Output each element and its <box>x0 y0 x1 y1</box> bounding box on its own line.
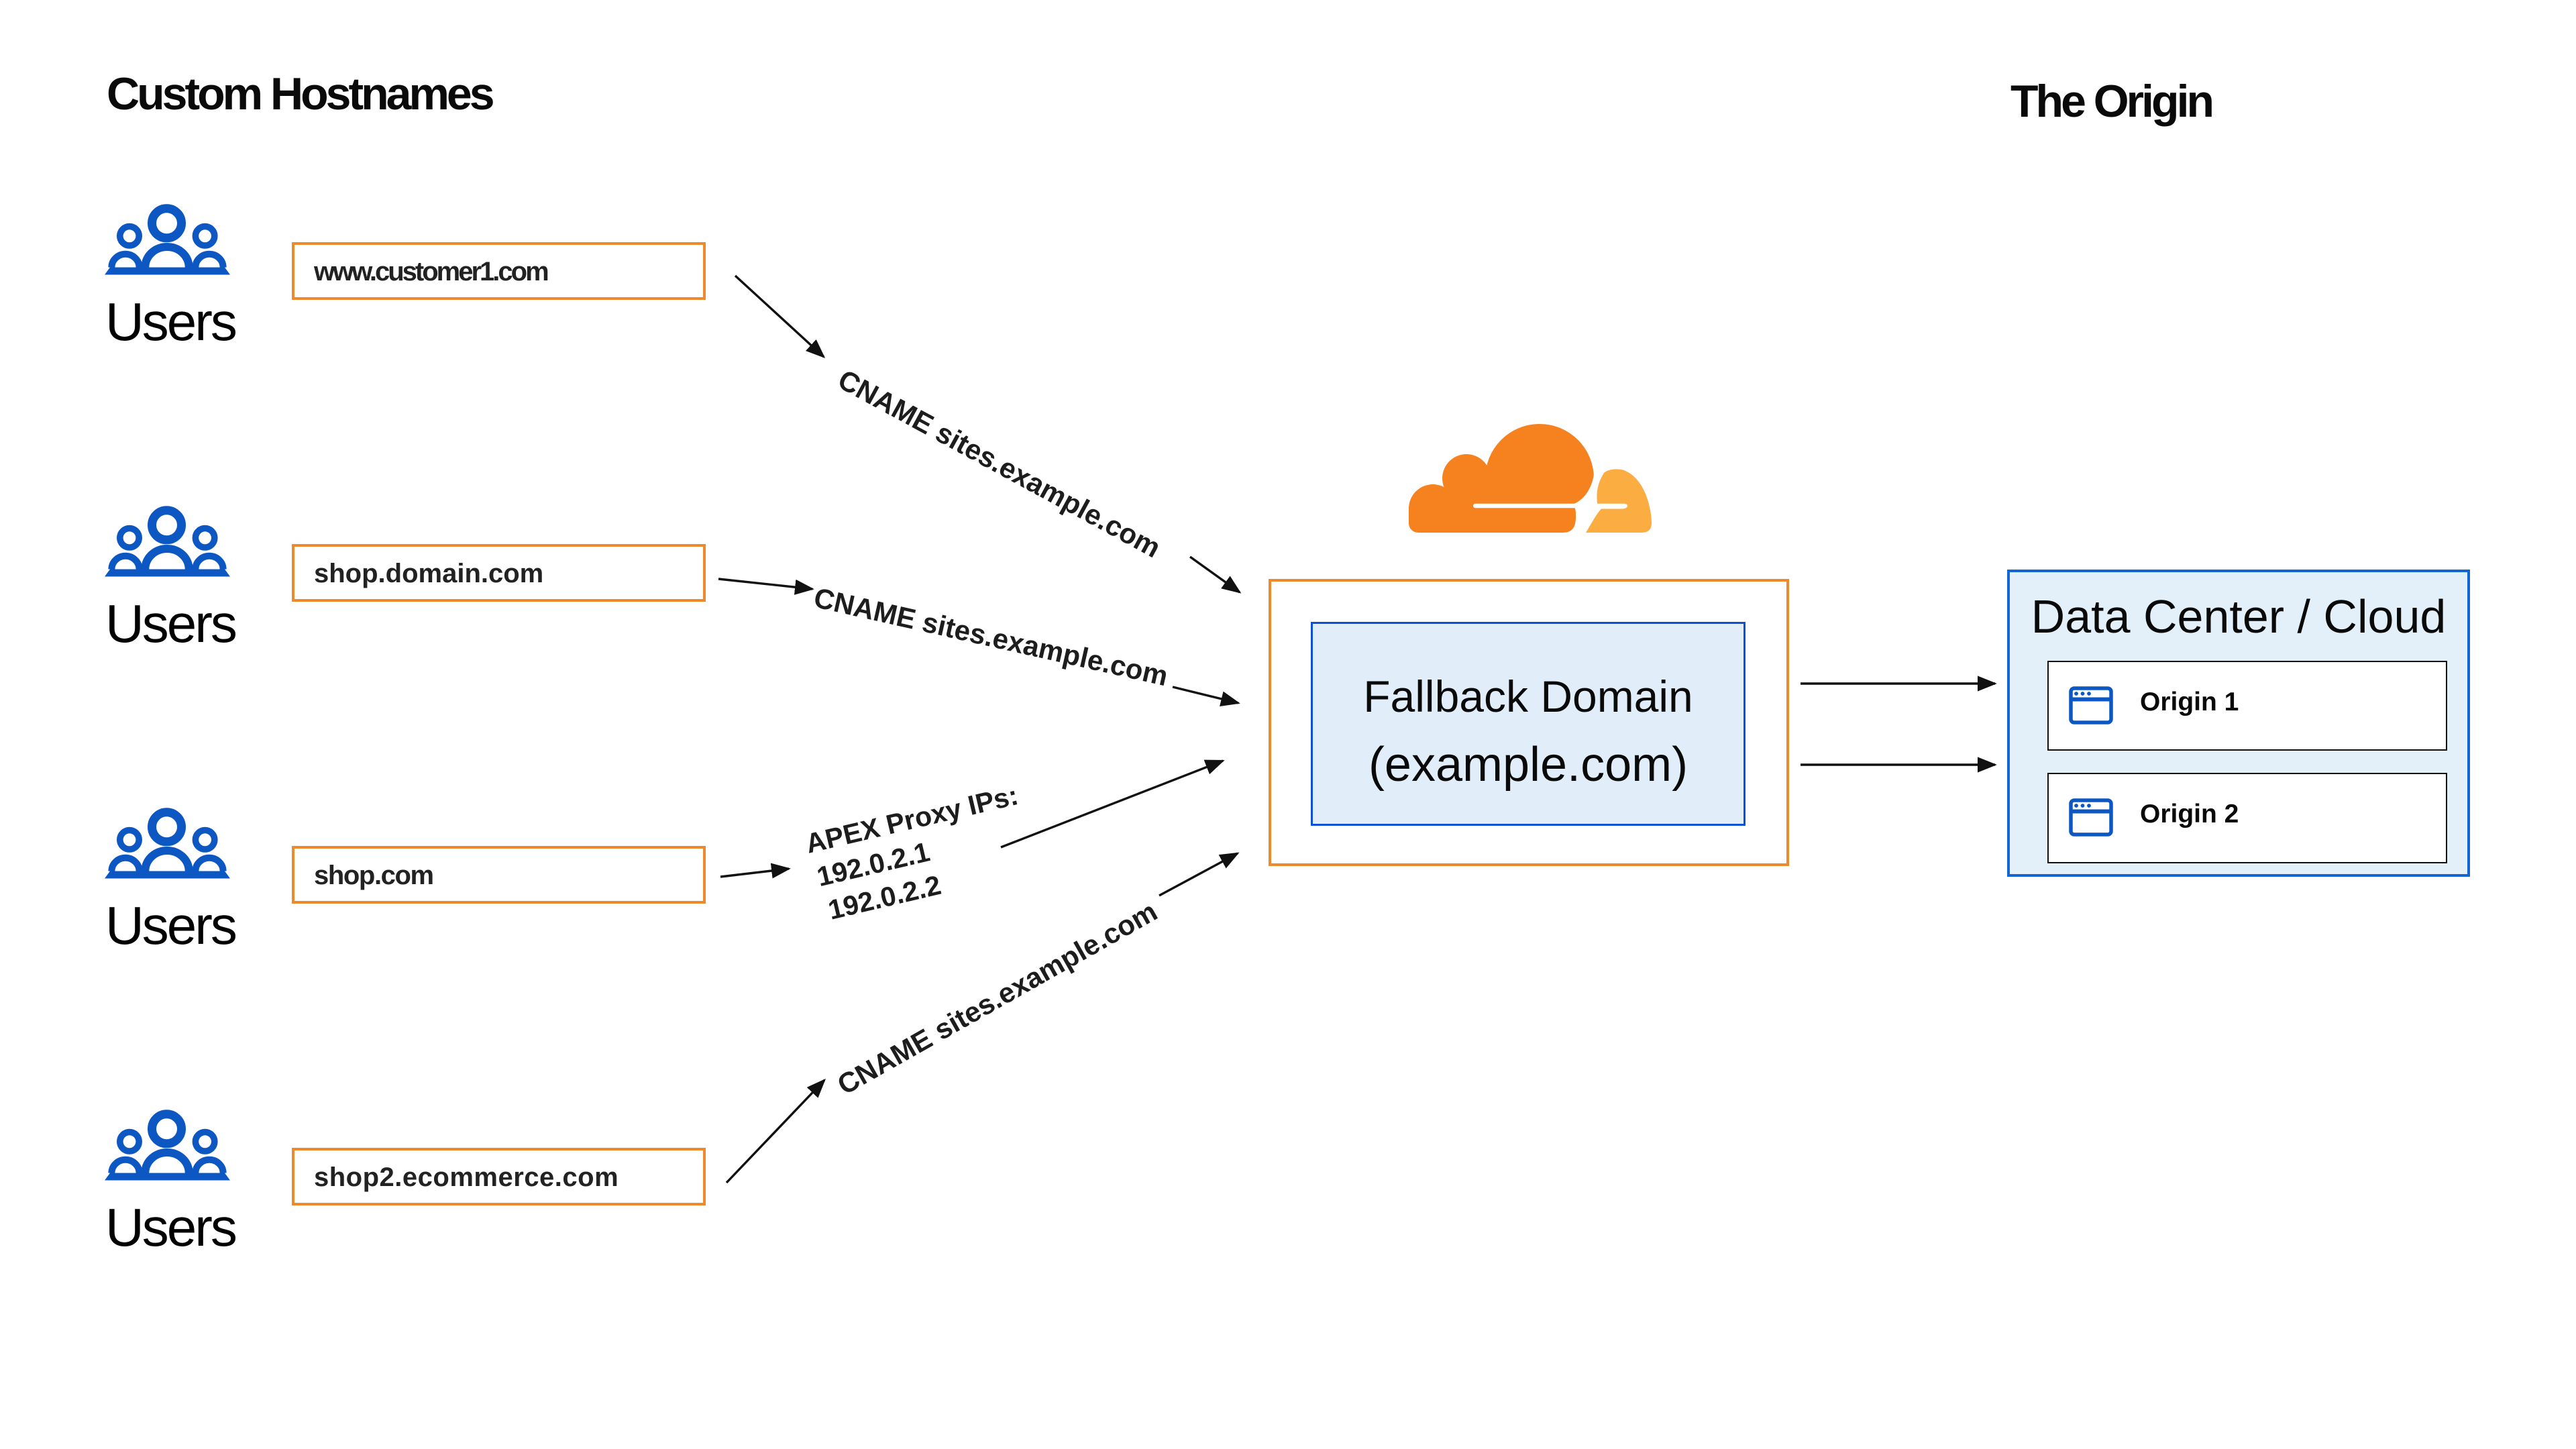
svg-text:CNAME sites.example.com: CNAME sites.example.com <box>833 364 1166 564</box>
svg-text:CNAME sites.example.com: CNAME sites.example.com <box>811 582 1171 692</box>
svg-text:CNAME sites.example.com: CNAME sites.example.com <box>832 895 1162 1100</box>
